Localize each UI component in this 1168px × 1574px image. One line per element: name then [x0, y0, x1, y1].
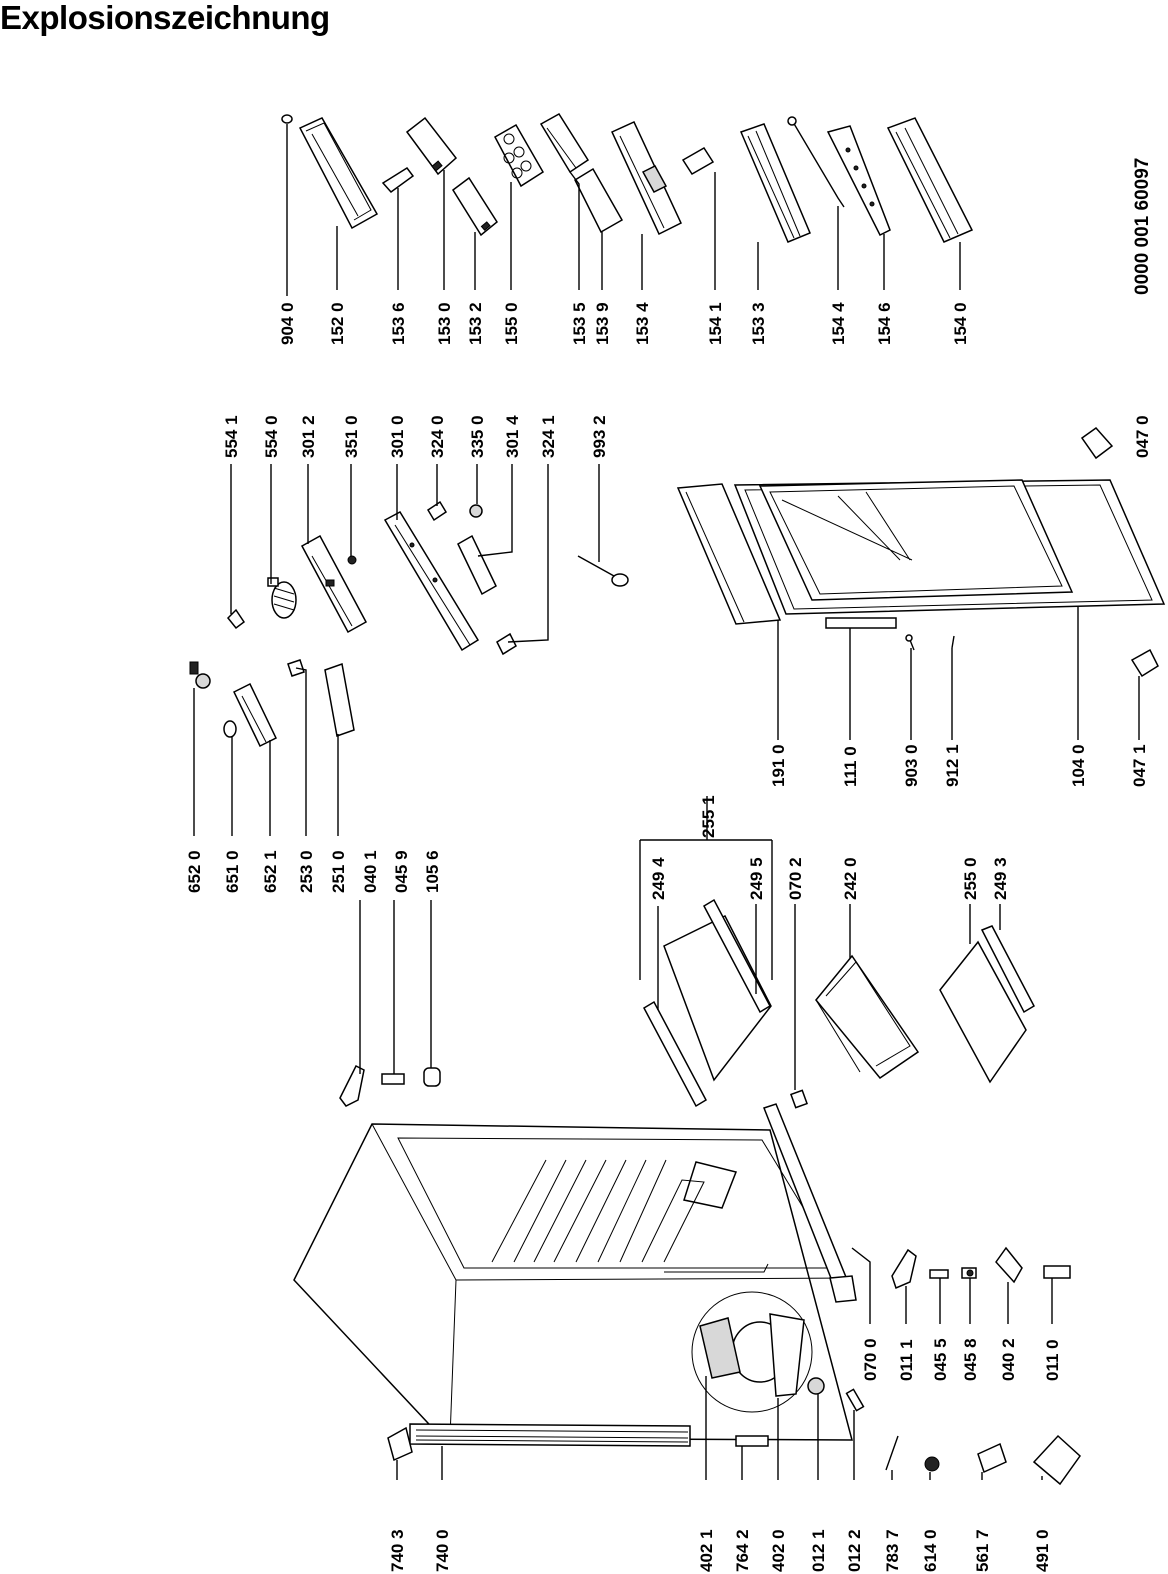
part-label: 153 6 [389, 302, 408, 345]
part-label: 301 0 [388, 415, 407, 458]
part-label: 111 0 [841, 746, 860, 787]
part-label: 249 3 [991, 857, 1010, 900]
part-label: 047 1 [1130, 744, 1149, 787]
part-label: 152 0 [328, 302, 347, 345]
part-label: 070 2 [786, 857, 805, 900]
part-label: 045 9 [392, 850, 411, 893]
part-label: 614 0 [921, 1529, 940, 1572]
fasteners [885, 1246, 1081, 1486]
part-label: 012 1 [809, 1529, 828, 1572]
part-label: 153 0 [435, 302, 454, 345]
part-label: 764 2 [733, 1529, 752, 1572]
part-label: 912 1 [943, 744, 962, 787]
part-label: 740 0 [433, 1529, 452, 1572]
part-label: 040 1 [361, 850, 380, 893]
part-label: 011 0 [1043, 1339, 1062, 1381]
part-label: 903 0 [902, 744, 921, 787]
part-label: 191 0 [769, 744, 788, 787]
part-label: 993 2 [590, 415, 609, 458]
part-label: 324 0 [428, 415, 447, 458]
part-label: 561 7 [973, 1529, 992, 1572]
control-module-parts [226, 426, 1114, 656]
part-label: 249 4 [649, 857, 668, 900]
part-label: 153 3 [749, 302, 768, 345]
part-label: 040 2 [999, 1338, 1018, 1381]
part-label: 104 0 [1069, 744, 1088, 787]
part-label: 154 1 [706, 302, 725, 345]
part-label: 324 1 [539, 415, 558, 458]
part-label: 045 5 [931, 1338, 950, 1381]
part-label: 301 4 [503, 415, 522, 458]
part-label: 045 8 [961, 1338, 980, 1381]
door-shelf-parts [281, 112, 974, 243]
part-label: 554 0 [262, 415, 281, 458]
part-label: 242 0 [841, 857, 860, 900]
part-label: 070 0 [861, 1338, 880, 1381]
part-label: 105 6 [423, 850, 442, 893]
part-label: 351 0 [342, 415, 361, 458]
part-label: 402 1 [697, 1529, 716, 1572]
part-label: 335 0 [468, 415, 487, 458]
part-label: 301 2 [299, 415, 318, 458]
part-label: 153 9 [593, 302, 612, 345]
part-label: 255 1 [699, 795, 718, 838]
part-label: 491 0 [1033, 1529, 1052, 1572]
part-label: 783 7 [883, 1529, 902, 1572]
cabinet [293, 1103, 865, 1462]
page-title: Explosionszeichnung [0, 0, 330, 36]
part-label: 011 1 [897, 1339, 916, 1381]
part-label: 253 0 [297, 850, 316, 893]
part-label: 651 0 [223, 850, 242, 893]
part-label: 153 5 [570, 302, 589, 345]
part-label: 402 0 [769, 1529, 788, 1572]
part-label: 154 0 [951, 302, 970, 345]
part-label: 652 1 [261, 850, 280, 893]
part-label: 153 2 [466, 302, 485, 345]
part-label: 251 0 [329, 850, 348, 893]
leader-lines [193, 124, 1140, 1480]
part-label: 155 0 [502, 302, 521, 345]
lamp-parts [189, 659, 441, 1107]
part-label: 154 4 [829, 302, 848, 345]
part-label: 255 0 [961, 857, 980, 900]
part-label: 249 5 [747, 857, 766, 900]
part-label: 904 0 [278, 302, 297, 345]
part-label: 652 0 [185, 850, 204, 893]
door-assembly [676, 479, 1166, 678]
part-label: 047 0 [1133, 415, 1152, 458]
part-label: 153 4 [633, 302, 652, 345]
shelves-and-crisper [643, 898, 1035, 1109]
part-label: 012 2 [845, 1529, 864, 1572]
part-label: 740 3 [388, 1529, 407, 1572]
part-label: 154 6 [875, 302, 894, 345]
document-number: 0000 001 60097 [1132, 158, 1153, 295]
part-label: 554 1 [222, 415, 241, 458]
